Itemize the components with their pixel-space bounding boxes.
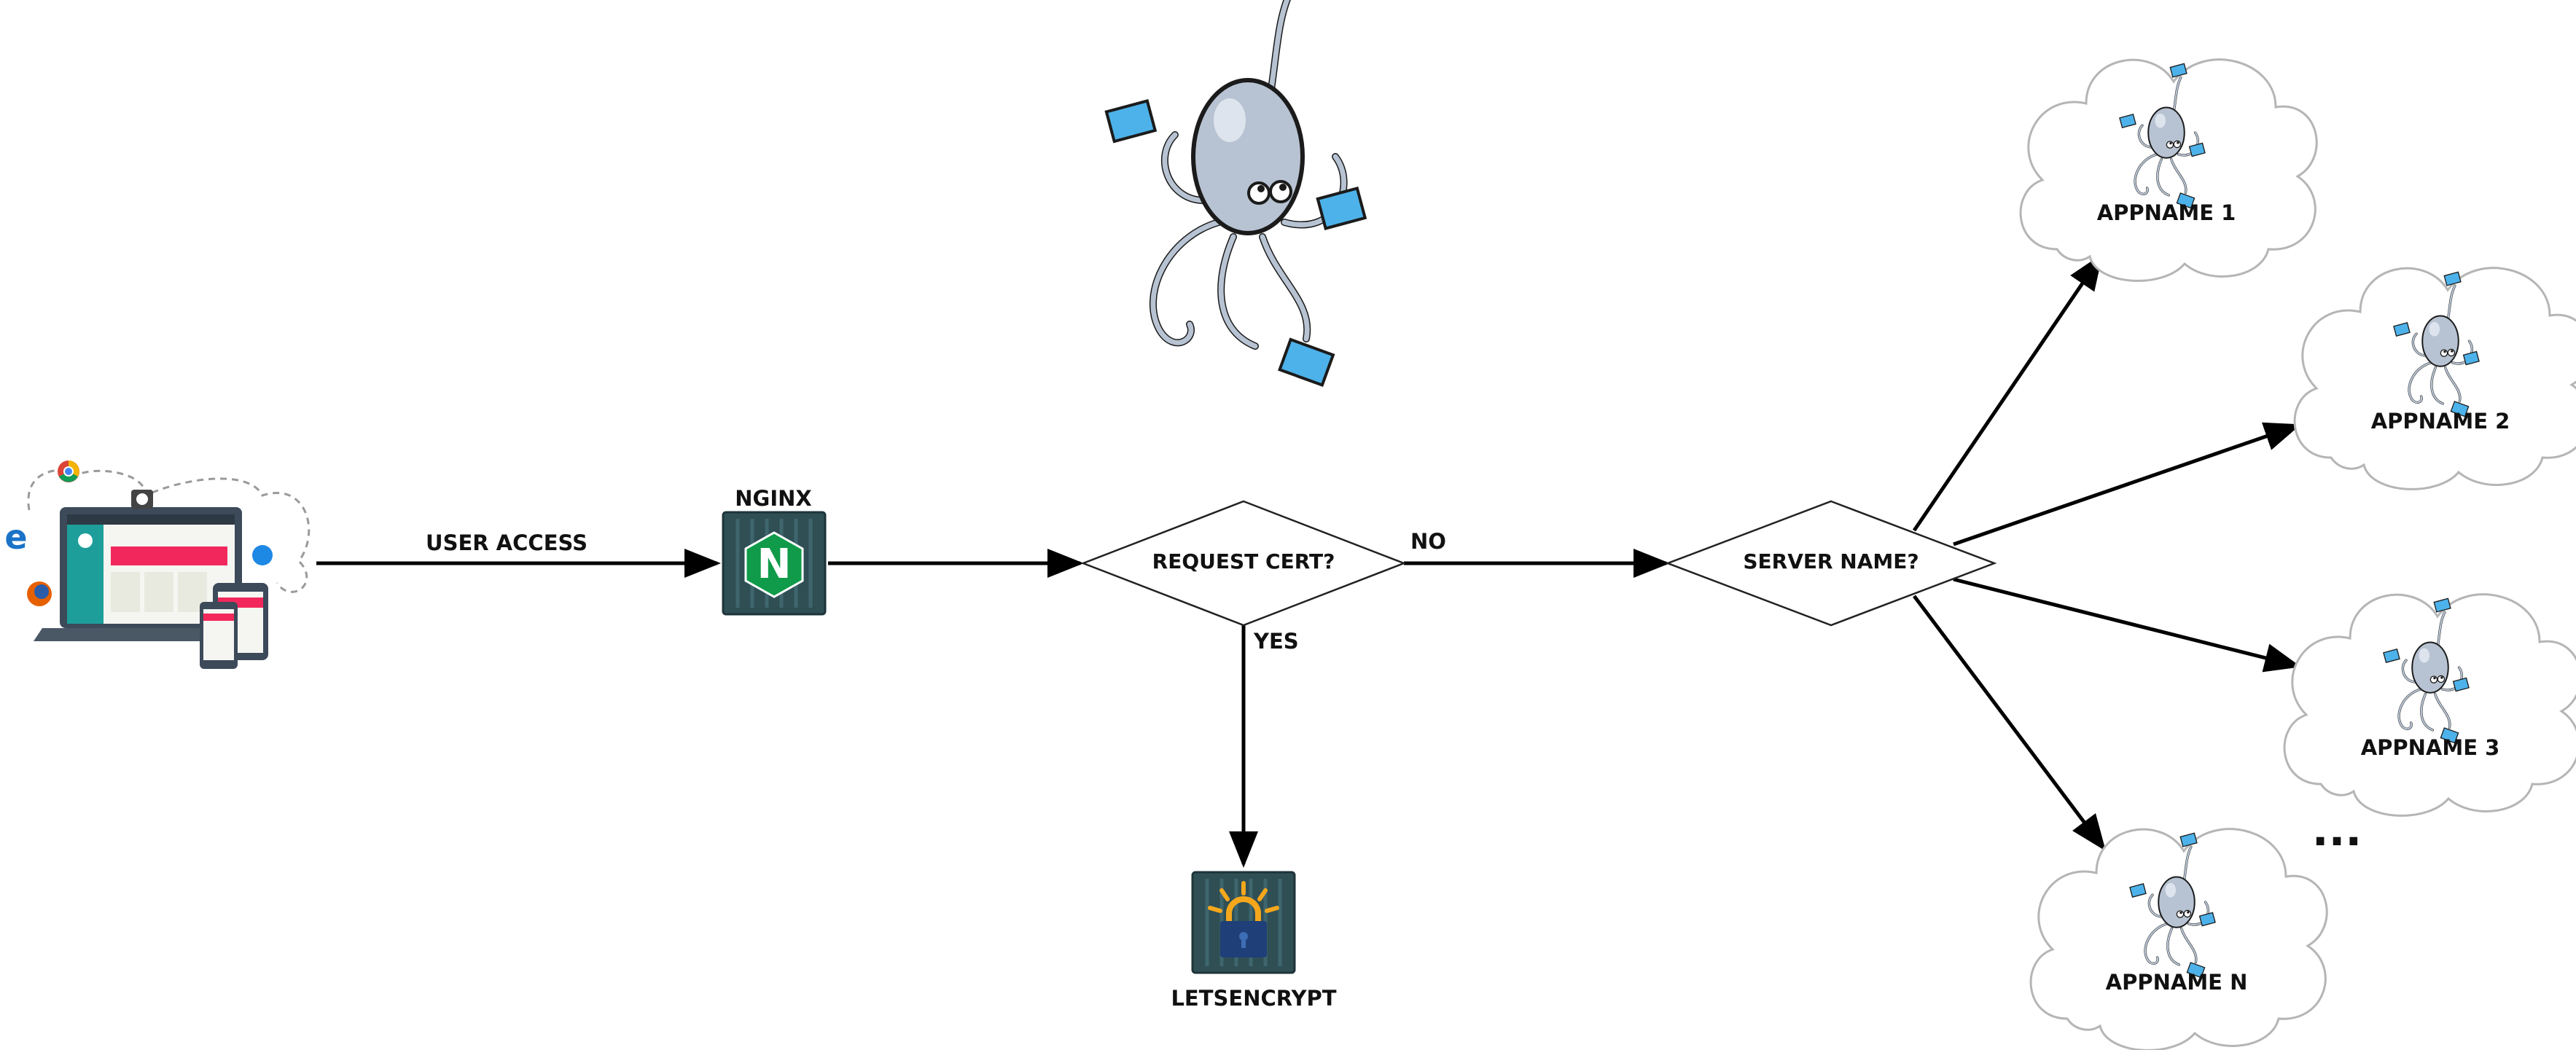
- user-devices-illustration: e: [4, 461, 311, 669]
- user-access-label: USER ACCESS: [426, 530, 588, 555]
- app-cloud-3: APPNAME 3: [2283, 593, 2576, 817]
- edge-icon: e: [4, 517, 27, 557]
- server-name-diamond: [1665, 500, 1997, 627]
- request-cert-decision: REQUEST CERT?: [1080, 500, 1407, 627]
- app-cloud-1: APPNAME 1: [2019, 58, 2318, 282]
- safari-icon: [252, 545, 273, 565]
- docker-compose-octopus-icon: [1106, 0, 1365, 385]
- laptop-banner: [111, 546, 227, 565]
- more-apps-ellipsis: ...: [2312, 805, 2362, 856]
- chrome-icon: [58, 461, 79, 482]
- nginx-label: NGINX: [735, 486, 812, 511]
- server-name-label: SERVER NAME?: [1743, 549, 1919, 573]
- arrow-to-app-2: [1953, 422, 2301, 546]
- server-name-decision: SERVER NAME?: [1665, 500, 1997, 627]
- app-label: APPNAME 3: [2361, 735, 2500, 760]
- app-label: APPNAME 2: [2371, 409, 2510, 434]
- app-label: APPNAME 1: [2097, 200, 2236, 225]
- firefox-icon: [27, 581, 52, 606]
- nginx-server: NGINX N: [722, 486, 827, 616]
- github-icon: [131, 490, 153, 509]
- app-label: APPNAME N: [2106, 970, 2248, 995]
- app-cloud-n: APPNAME N: [2029, 828, 2328, 1050]
- letsencrypt-lock-icon: [1208, 881, 1279, 957]
- arrow-to-app-1: [1912, 253, 2103, 532]
- no-label: NO: [1410, 529, 1446, 554]
- arrow-to-app-n: [1913, 595, 2107, 851]
- flow-arrows: [316, 253, 2301, 868]
- letsencrypt-server: LETSENCRYPT: [1171, 871, 1337, 1011]
- request-cert-diamond: [1080, 500, 1407, 627]
- arrow-to-app-3: [1953, 577, 2301, 673]
- letsencrypt-label: LETSENCRYPT: [1171, 986, 1336, 1011]
- nginx-logo-letter: N: [757, 541, 792, 588]
- nginx-logo-icon: [744, 531, 804, 598]
- request-cert-label: REQUEST CERT?: [1152, 549, 1335, 573]
- app-cloud-2: APPNAME 2: [2293, 267, 2576, 490]
- yes-label: YES: [1253, 629, 1299, 654]
